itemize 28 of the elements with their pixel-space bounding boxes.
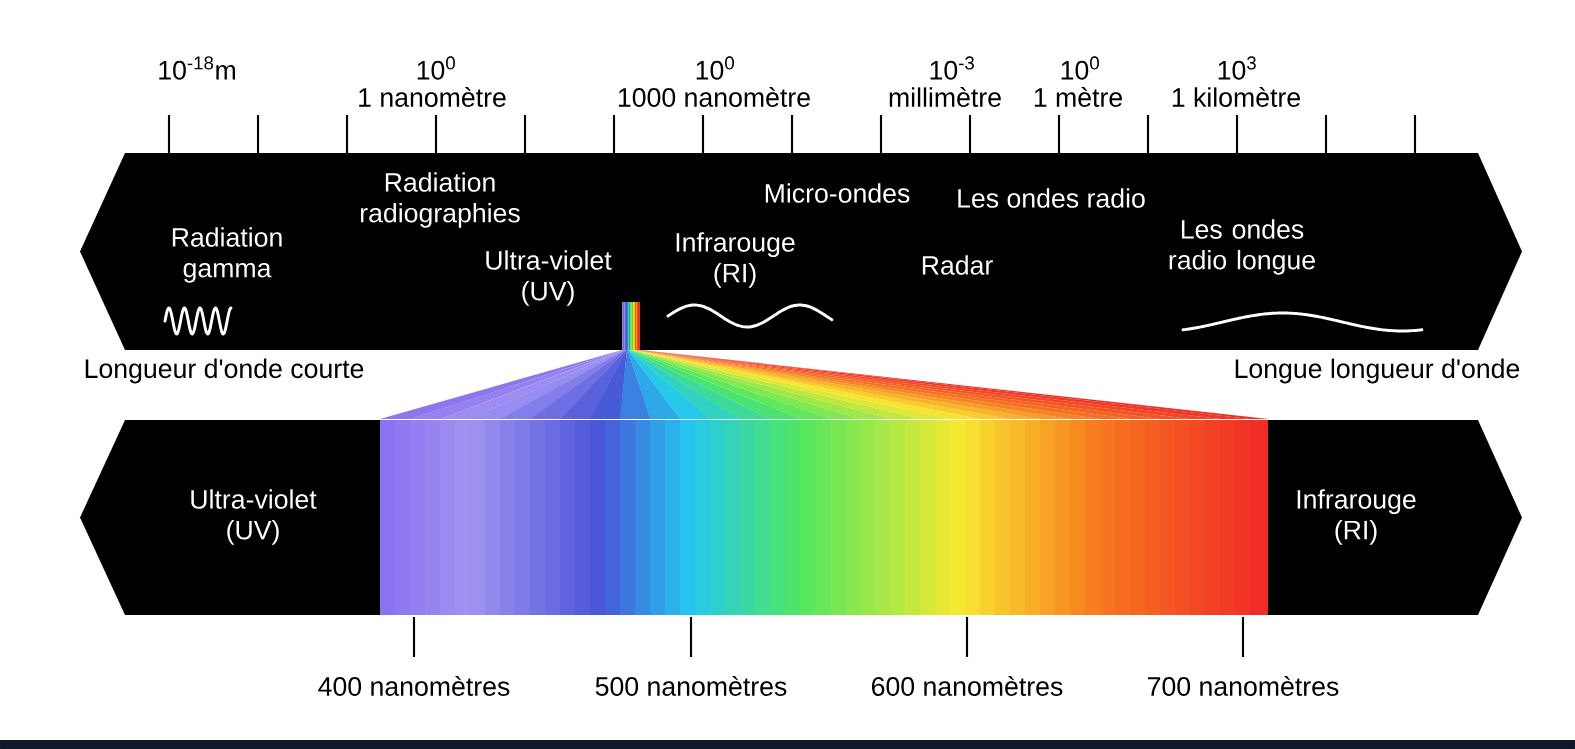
scale-label: 600 nanomètres [872, 676, 1063, 696]
scale-label: 1 mètre [1034, 87, 1122, 107]
scale-label: 1 kilomètre [1172, 87, 1300, 107]
band-label: Radiation radiographies [361, 172, 520, 228]
band-label: Micro-ondes [765, 183, 910, 203]
band-label: Les ondes radio longue [1169, 219, 1315, 275]
scale-label: 10$^{-18}$m [159, 56, 235, 80]
band-label: Radiation gamma [172, 227, 282, 283]
scale-label: 10$^{0}$ [417, 56, 455, 80]
scale-label: 400 nanomètres [318, 676, 510, 696]
band-label: Infrarouge (RI) [1297, 489, 1416, 545]
band-label: Infrarouge (RI) [676, 232, 795, 288]
scale-label: 10$^{3}$ [1218, 56, 1256, 80]
scale-label: 1000 nanomètre [618, 87, 810, 107]
scale-label: 500 nanomètres [595, 676, 787, 696]
scale-label: 10$^{0}$ [1061, 56, 1099, 80]
band-label: Ultra-violet (UV) [191, 489, 317, 545]
scale-label: millimètre [889, 87, 1001, 107]
band-label: Ultra-violet (UV) [486, 250, 612, 306]
band [80, 153, 1522, 350]
band-label: Radar [922, 255, 993, 275]
band-label: Les ondes radio [958, 188, 1145, 208]
scale-label: 10$^{0}$ [696, 56, 734, 80]
scale-label: Longueur d'onde courte [85, 358, 364, 384]
scale-label: 700 nanomètres [1148, 676, 1339, 696]
scale-label: Longue longueur d'onde [1235, 358, 1520, 384]
scale-label: 10$^{-3}$ [930, 56, 974, 80]
scale-label: 1 nanomètre [359, 87, 506, 107]
